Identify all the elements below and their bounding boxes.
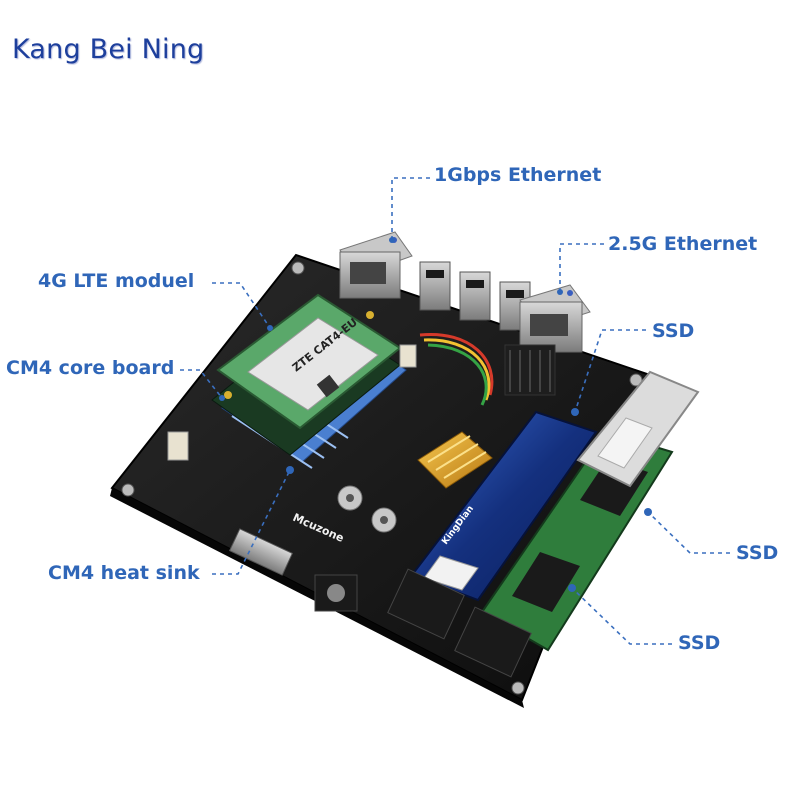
leader-1g [391, 177, 430, 240]
leader-ssd-bottom [571, 587, 672, 645]
label-cm4-heat-sink: CM4 heat sink [48, 562, 200, 584]
black-heatsink [504, 344, 556, 396]
label-cm4-core-board: CM4 core board [6, 357, 175, 379]
leader-25g [559, 243, 604, 292]
m2-slot [387, 568, 465, 640]
ethernet-1g-port [339, 231, 413, 299]
lte-module: ZTE CAT4-EU [216, 293, 402, 430]
capacitors [337, 485, 397, 533]
mounting-hole [121, 483, 135, 497]
leader-ssd-top [574, 329, 646, 413]
label-ssd-middle: SSD [736, 542, 779, 564]
label-1gbps-ethernet: 1Gbps Ethernet [434, 164, 602, 186]
leader-lines [180, 177, 730, 645]
white-connector [167, 431, 189, 461]
ethernet-25g-port [519, 284, 591, 353]
label-ssd-bottom: SSD [678, 632, 721, 654]
leader-ssd-middle [647, 511, 730, 554]
mounting-hole [291, 261, 305, 275]
brand-watermark: Kang Bei Ning [12, 34, 205, 65]
m2-slot [454, 606, 532, 678]
hdmi-port [228, 528, 294, 576]
leader-heatsink [212, 469, 291, 575]
leader-cm4 [180, 369, 223, 399]
label-4g-lte-module: 4G LTE moduel [38, 270, 195, 292]
cables [419, 332, 494, 406]
ssd-silver [576, 370, 700, 488]
usb-ports [419, 261, 531, 331]
mounting-hole [511, 681, 525, 695]
white-connector [399, 344, 417, 368]
mounting-hole [629, 373, 643, 387]
label-25g-ethernet: 2.5G Ethernet [608, 233, 758, 255]
leader-dots [219, 237, 652, 592]
leader-lte [212, 282, 271, 329]
label-ssd-top: SSD [652, 320, 695, 342]
gold-heatsink [417, 431, 493, 489]
